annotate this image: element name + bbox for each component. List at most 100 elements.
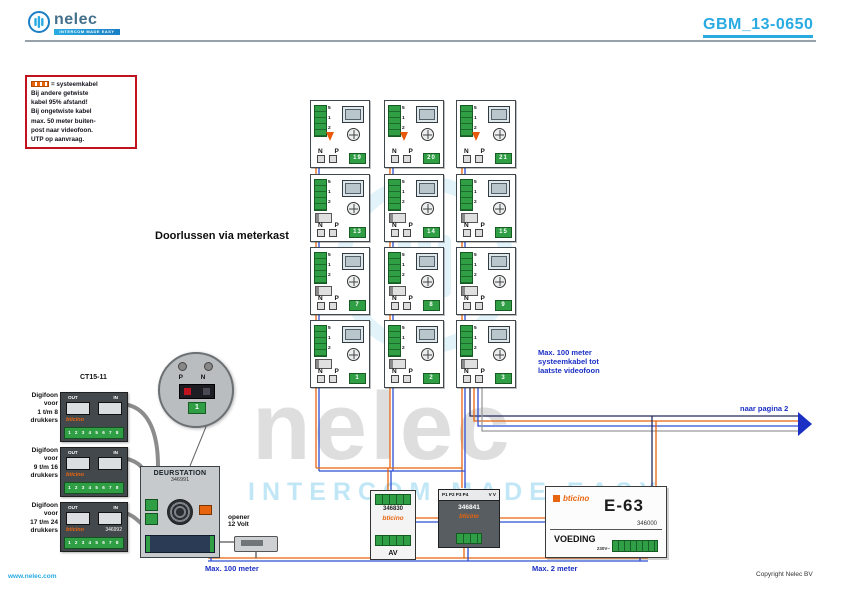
- digifoon-module-1: OUT IN bticino 1 2 3 4 5 6 7 8: [60, 392, 128, 442]
- configurator-badge: 1: [188, 402, 206, 414]
- config-socket: [403, 375, 411, 383]
- dip-switch-icon: [315, 286, 332, 296]
- config-arrow-icon: [472, 132, 480, 141]
- ribbon-socket-out: [66, 512, 90, 525]
- door-opener-device: [234, 536, 278, 552]
- module-link-wires: [414, 517, 545, 523]
- videophone-screen: [416, 106, 438, 123]
- config-socket: [317, 302, 325, 310]
- bottom-terminal-strip: [145, 535, 215, 553]
- videophone-unit: 5 1 2 N P 2: [384, 320, 444, 388]
- config-socket: [329, 302, 337, 310]
- volume-knob-icon: [493, 348, 506, 361]
- out-label: OUT: [68, 395, 78, 400]
- module-346841: P1 P2 P3 P4 V V 346841 bticino: [438, 489, 500, 548]
- mains-pin-label: 230V~: [596, 546, 610, 551]
- config-socket: [317, 155, 325, 163]
- nelec-logo-icon: [28, 11, 50, 33]
- bus-terminal: [460, 252, 473, 284]
- bus-terminal: [314, 325, 327, 357]
- volume-knob-icon: [347, 202, 360, 215]
- config-socket: [391, 155, 399, 163]
- brand-tagline: INTERCOM MADE EASY: [54, 29, 120, 35]
- screw-icon: [178, 362, 187, 371]
- button-terminal-strip: 1 2 3 4 5 6 7 8: [64, 427, 124, 439]
- green-terminal: [145, 499, 158, 511]
- np-config-labels: N P: [392, 295, 418, 302]
- apartment-number-badge: 8: [423, 300, 440, 311]
- dip-switch-icon: [461, 286, 478, 296]
- bus-terminal: [460, 325, 473, 357]
- np-config-labels: N P: [392, 148, 418, 155]
- volume-knob-icon: [347, 275, 360, 288]
- bus-pin-labels: 5 1 2: [402, 253, 405, 278]
- np-config-labels: N P: [464, 368, 490, 375]
- config-socket: [403, 229, 411, 237]
- note-legend-label: = systeemkabel: [51, 81, 98, 88]
- np-config-labels: N P: [464, 295, 490, 302]
- config-socket: [463, 229, 471, 237]
- bus-pin-labels: 5 1 2: [474, 253, 477, 278]
- config-socket: [463, 302, 471, 310]
- part-number: 346000: [636, 521, 657, 527]
- apartment-number-badge: 19: [349, 153, 366, 164]
- config-socket: [391, 302, 399, 310]
- config-socket: [391, 375, 399, 383]
- videophone-unit: 5 1 2 N P 20: [384, 100, 444, 168]
- dip-switch-icon: [315, 359, 332, 369]
- volume-knob-icon: [421, 202, 434, 215]
- green-terminal-bottom: [375, 535, 411, 546]
- green-terminal: [145, 513, 158, 525]
- config-socket: [403, 302, 411, 310]
- page2-arrow-icon: [798, 412, 812, 436]
- videophone-unit: 5 1 2 N P 19: [310, 100, 370, 168]
- bus-pin-labels: 5 1 2: [328, 253, 331, 278]
- note-legend: = systeemkabel: [31, 80, 131, 89]
- green-terminal-bottom: [456, 533, 482, 544]
- bus-terminal: [314, 252, 327, 284]
- watermark-brand: nelec: [252, 373, 513, 480]
- digifoon-label-1: Digifoon voor 1 t/m 8 drukkers: [30, 392, 58, 425]
- part-number: 346830: [382, 506, 404, 512]
- ribbon-socket-out: [66, 402, 90, 415]
- in-label: IN: [113, 505, 118, 510]
- website-link[interactable]: www.nelec.com: [8, 573, 57, 580]
- config-arrow-icon: [326, 132, 334, 141]
- apartment-number-badge: 13: [349, 227, 366, 238]
- volume-knob-icon: [347, 128, 360, 141]
- videophone-screen: [488, 253, 510, 270]
- bus-terminal: [460, 179, 473, 211]
- dip-switch-icon: [389, 359, 406, 369]
- volume-knob-icon: [493, 128, 506, 141]
- apartment-number-badge: 20: [423, 153, 440, 164]
- volume-knob-icon: [493, 275, 506, 288]
- bus-terminal: [388, 252, 401, 284]
- dip-switch-icon: [389, 213, 406, 223]
- pn-terminal-detail: P N 1: [158, 352, 234, 428]
- videophone-unit: 5 1 2 N P 9: [456, 247, 516, 315]
- in-label: IN: [113, 450, 118, 455]
- np-config-labels: N P: [318, 295, 344, 302]
- config-socket: [329, 375, 337, 383]
- max100-bus-label: Max. 100 meter: [205, 564, 259, 573]
- part-number: 346841: [458, 504, 480, 511]
- vv-pins: V V: [488, 492, 496, 497]
- apartment-number-badge: 9: [495, 300, 512, 311]
- pn-terminal-block: [179, 384, 215, 399]
- bticino-logo-icon: [553, 495, 560, 502]
- bus-terminal: [314, 105, 327, 137]
- dip-switch-icon: [315, 213, 332, 223]
- videophone-unit: 5 1 2 N P 7: [310, 247, 370, 315]
- config-socket: [403, 155, 411, 163]
- deurstation-module: DEURSTATION 346991: [140, 466, 220, 558]
- dip-switch-icon: [461, 213, 478, 223]
- part-number: 346992: [105, 527, 122, 533]
- naar-pagina-label: naar pagina 2: [740, 404, 789, 413]
- bus-pin-labels: 5 1 2: [474, 106, 477, 131]
- np-config-labels: N P: [318, 148, 344, 155]
- apartment-number-badge: 3: [495, 373, 512, 384]
- bus-terminal: [314, 179, 327, 211]
- deurstation-title: DEURSTATION: [153, 470, 207, 477]
- apartment-number-badge: 15: [495, 227, 512, 238]
- digifoon-module-2: OUT IN bticino 1 2 3 4 5 6 7 8: [60, 447, 128, 497]
